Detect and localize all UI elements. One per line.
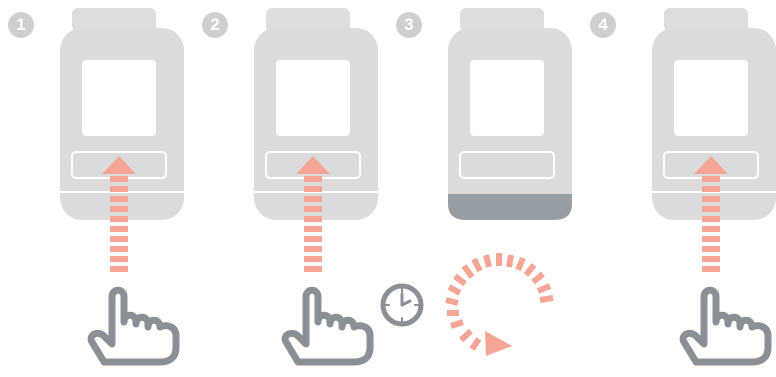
rotate-arrow-icon (446, 253, 553, 356)
step-3-graphic (388, 0, 582, 377)
step-2-graphic (194, 0, 388, 377)
thermostat-icon (448, 8, 572, 220)
step-2: 2 (194, 0, 388, 377)
step-1: 1 (0, 0, 194, 377)
step-3: 3 (388, 0, 582, 377)
hand-pointer-icon (91, 290, 176, 362)
hand-pointer-icon (285, 290, 370, 362)
step-1-graphic (0, 0, 194, 377)
step-4-graphic (582, 0, 776, 377)
step-4: 4 (582, 0, 776, 377)
hand-pointer-icon (683, 290, 768, 362)
